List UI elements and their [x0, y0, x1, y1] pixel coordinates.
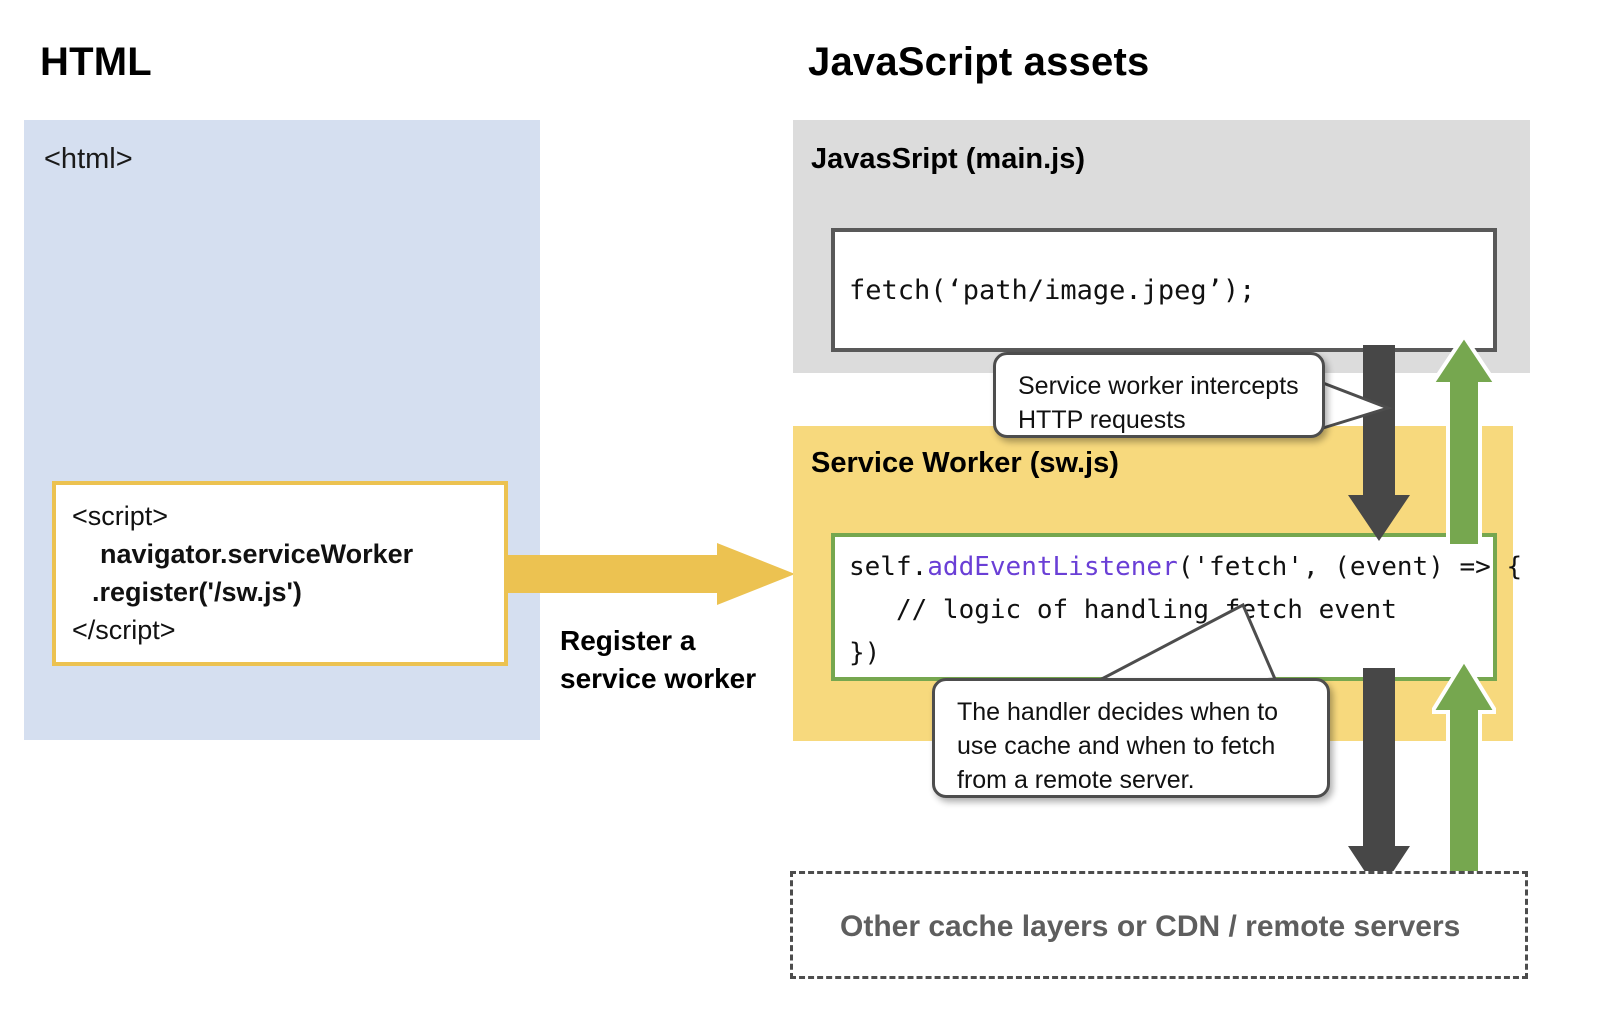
- script-code-line-2: navigator.serviceWorker: [100, 539, 414, 569]
- register-arrow-label-line1: Register a: [560, 625, 696, 656]
- callout-intercept-line1: Service worker intercepts: [1018, 372, 1299, 400]
- remote-servers-label: Other cache layers or CDN / remote serve…: [840, 910, 1461, 943]
- sw-code-line-1-method: addEventListener: [927, 552, 1178, 582]
- callout-service-worker-intercepts: Service worker intercepts HTTP requests: [993, 352, 1325, 438]
- page-title-html: HTML: [40, 40, 152, 84]
- page-title-javascript-assets: JavaScript assets: [808, 40, 1150, 84]
- service-worker-panel-title: Service Worker (sw.js): [811, 447, 1119, 479]
- sw-code-line-2: // logic of handling fetch event: [849, 595, 1397, 625]
- mainjs-code-box: fetch(‘path/image.jpeg’);: [831, 228, 1497, 352]
- script-code-line-3: .register('/sw.js'): [92, 577, 302, 607]
- script-code-line-1: <script>: [72, 501, 169, 531]
- mainjs-code-line: fetch(‘path/image.jpeg’);: [849, 275, 1256, 306]
- sw-code-line-1-args: ('fetch', (event) => {: [1177, 552, 1523, 582]
- callout-intercept-line2: HTTP requests: [1018, 406, 1186, 434]
- sw-code-line-1: self.addEventListener('fetch', (event) =…: [835, 546, 1522, 589]
- mainjs-panel-title: JavasSript (main.js): [811, 143, 1085, 175]
- callout-handler-line3: from a remote server.: [957, 766, 1195, 794]
- request-arrow-down-to-service-worker-icon: [1348, 345, 1410, 541]
- remote-servers-box: [790, 871, 1528, 979]
- script-code-box: <script> navigator.serviceWorker .regist…: [52, 481, 508, 666]
- request-arrow-down-to-remote-icon: [1348, 668, 1410, 893]
- register-arrow-label: Register a service worker: [560, 622, 810, 698]
- register-arrow-label-line2: service worker: [560, 663, 757, 694]
- callout-handler-line1: The handler decides when to: [957, 698, 1279, 726]
- response-arrow-up-from-remote-icon: [1432, 660, 1496, 890]
- callout-handler-decides: The handler decides when to use cache an…: [932, 678, 1330, 798]
- html-open-tag-label: <html>: [44, 143, 133, 175]
- response-arrow-up-to-mainjs-icon: [1432, 336, 1496, 546]
- sw-code-line-3: }): [849, 638, 881, 668]
- register-arrow-icon: [505, 543, 795, 605]
- script-code-line-4: </script>: [72, 615, 176, 645]
- sw-code-line-1-self: self.: [849, 552, 928, 582]
- callout-handler-line2: use cache and when to fetch: [957, 732, 1276, 760]
- callout-tail-intercept-icon: [1308, 375, 1393, 435]
